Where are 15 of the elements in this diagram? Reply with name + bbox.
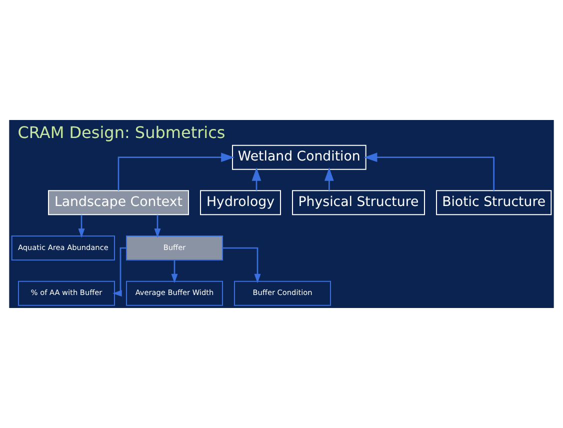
arrow (154, 214, 161, 238)
node-box: Physical Structure (292, 190, 425, 216)
node-box: Hydrology (200, 190, 281, 216)
arrow (324, 167, 334, 190)
diagram-title: CRAM Design: Submetrics (18, 123, 226, 142)
node-box: Wetland Condition (232, 144, 366, 170)
arrow (118, 152, 234, 191)
node-box: Landscape Context (48, 190, 189, 216)
arrow (171, 260, 178, 284)
arrow (364, 152, 494, 191)
arrow (78, 214, 85, 238)
node-box: Biotic Structure (436, 190, 552, 216)
arrow (222, 247, 261, 284)
arrow (112, 247, 126, 297)
arrow (252, 167, 262, 190)
